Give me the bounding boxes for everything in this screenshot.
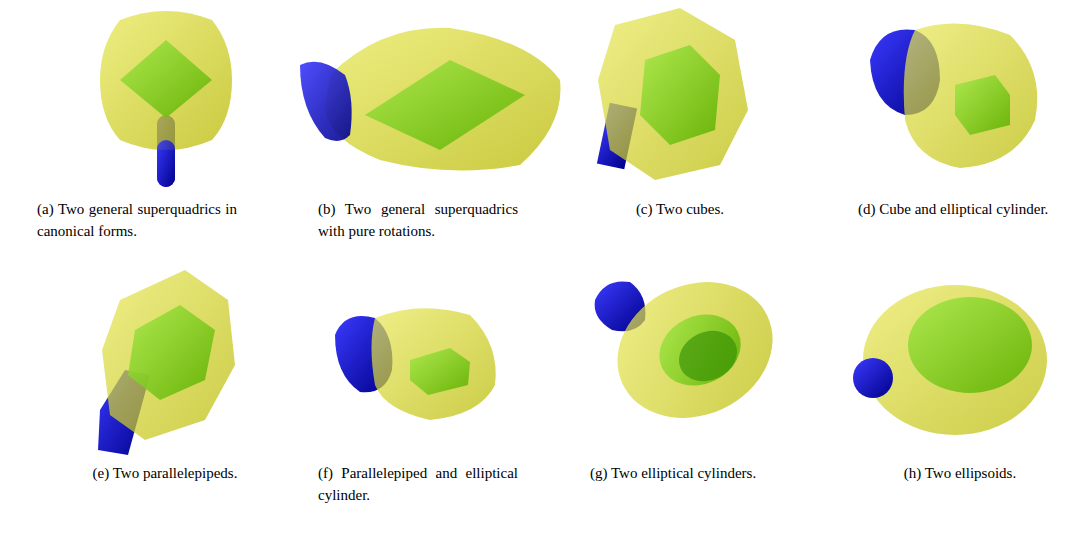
subfigure-caption: (c) Two cubes. <box>580 198 780 220</box>
figure-e <box>98 270 235 455</box>
subfigure-caption: (d) Cube and elliptical cylinder. <box>858 198 1058 220</box>
figure-f <box>335 308 496 420</box>
figure-d <box>870 24 1037 168</box>
subfigure-caption: (h) Two ellipsoids. <box>855 462 1065 484</box>
subfigure-caption: (e) Two parallelepipeds. <box>50 462 280 484</box>
figure-b <box>300 28 561 171</box>
subfigure-caption: (a) Two general superquadrics in canonic… <box>37 198 237 242</box>
figure-a <box>100 11 232 187</box>
subfigure-caption: (f) Parallelepiped and elliptical cylind… <box>318 462 518 506</box>
figure-h <box>853 285 1047 435</box>
figure-c <box>597 8 748 180</box>
figure-g <box>595 257 795 442</box>
subfigure-caption: (b) Two general superquadrics with pure … <box>318 198 518 242</box>
subfigure-caption: (g) Two elliptical cylinders. <box>590 462 790 484</box>
